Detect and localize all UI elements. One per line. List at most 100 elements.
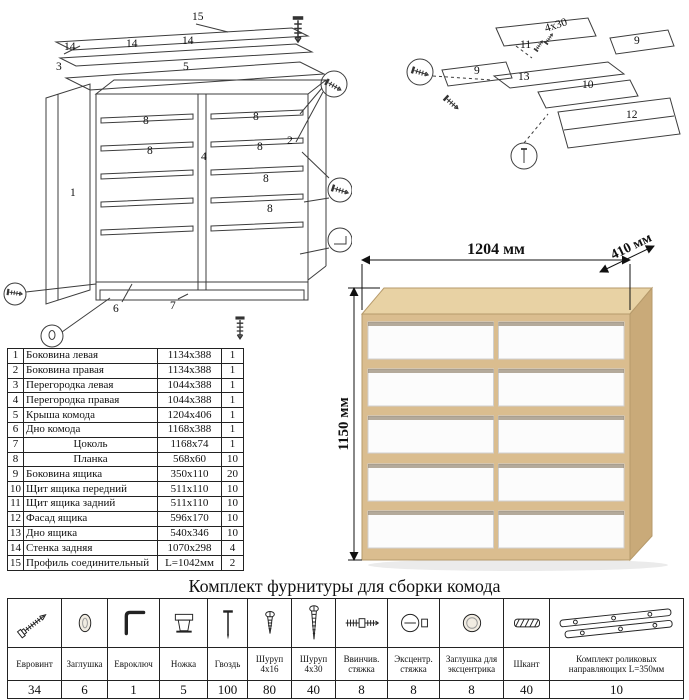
drawer-label: 9 (634, 35, 640, 47)
drawer-front (498, 321, 625, 360)
part-name: Фасад ящика (23, 510, 158, 527)
part-size: 596x170 (157, 510, 222, 527)
screw-4x30-icon (309, 605, 319, 640)
drawer-fronts (367, 321, 625, 549)
hexkey-icon (124, 610, 145, 636)
part-qty: 1 (221, 407, 244, 423)
hardware-icon-row (7, 598, 684, 648)
part-qty: 1 (221, 392, 244, 409)
drawer-label: 11 (520, 39, 531, 51)
hw-cell (439, 598, 504, 648)
part-size: 540x346 (157, 525, 222, 542)
part-size: 511x110 (157, 481, 222, 497)
dresser-top-face (360, 287, 654, 315)
hw-qty: 100 (207, 680, 248, 699)
part-num: 14 (7, 540, 24, 557)
part-name: Перегородка левая (23, 377, 158, 394)
part-num: 4 (7, 392, 24, 409)
hw-name: Шуруп 4x30 (291, 647, 336, 681)
dowel-icon (513, 618, 540, 628)
part-size: 1134x388 (157, 362, 222, 379)
frame-label: 8 (253, 111, 259, 123)
part-name: Профиль соединительный (23, 555, 158, 571)
part-num: 6 (7, 421, 24, 438)
hardware-kit-title: Комплект фурнитуры для сборки комода (188, 576, 501, 596)
hw-cell (207, 598, 248, 648)
hw-qty: 34 (7, 680, 62, 699)
drawer-front (498, 510, 625, 549)
part-name: Боковина левая (23, 348, 158, 364)
hw-qty: 8 (335, 680, 388, 699)
part-num: 10 (7, 481, 24, 497)
drawer-front (498, 463, 625, 502)
drawer-front (367, 510, 494, 549)
floor-shadow (368, 559, 668, 571)
part-name: Щит ящика задний (23, 495, 158, 512)
part-size: 1204x406 (157, 407, 222, 423)
part-name: Планка (23, 451, 158, 468)
hw-cell (335, 598, 388, 648)
frame-label: 14 (64, 41, 76, 53)
drawer-label: 13 (518, 71, 530, 83)
drawer-front (367, 463, 494, 502)
part-qty: 1 (221, 362, 244, 379)
hw-qty: 40 (291, 680, 336, 699)
hw-qty: 40 (503, 680, 550, 699)
dresser-side-face (629, 286, 653, 562)
part-size: L=1042мм (157, 555, 222, 571)
hw-name: Гвоздь (207, 647, 248, 681)
hw-name: Эксцентр. стяжка (387, 647, 440, 681)
part-name: Перегородка правая (23, 392, 158, 409)
part-size: 1070x298 (157, 540, 222, 557)
part-qty: 1 (221, 377, 244, 394)
part-size: 1168x388 (157, 421, 222, 438)
frame-label: 7 (170, 300, 176, 312)
part-size: 568x60 (157, 451, 222, 468)
hw-qty: 80 (247, 680, 292, 699)
carcass-linework (3, 23, 352, 348)
part-num: 9 (7, 466, 24, 483)
confirmat-screw-icon (233, 316, 247, 341)
part-num: 12 (7, 510, 24, 527)
part-qty: 10 (221, 510, 244, 527)
cap-icon (78, 613, 91, 633)
confirmat-screw-icon (290, 16, 306, 44)
part-num: 1 (7, 348, 24, 364)
hw-name: Шуруп 4x16 (247, 647, 292, 681)
eccentric-cam-icon (400, 613, 428, 633)
drawer-front (367, 368, 494, 407)
hw-qty: 10 (549, 680, 684, 699)
carcass-exploded-diagram: 15 14 14 14 5 3 8 8 8 8 8 8 2 4 1 6 7 (3, 11, 352, 348)
drawer-label: 12 (626, 109, 638, 121)
frame-label: 14 (126, 38, 138, 50)
hardware-qty-row: 34 6 1 5 100 80 40 8 8 8 40 10 (7, 680, 684, 699)
hw-cell (107, 598, 160, 648)
frame-label: 2 (287, 135, 293, 147)
drawer-label: 10 (582, 79, 594, 91)
part-qty: 1 (221, 436, 244, 453)
hw-qty: 1 (107, 680, 160, 699)
hw-name: Ввинчив. стяжка (335, 647, 388, 681)
width-dimension-label: 1204 мм (467, 241, 525, 258)
part-num: 15 (7, 555, 24, 571)
hw-name: Ножка (159, 647, 208, 681)
dresser-render: 1204 мм 410 мм 1150 мм (336, 230, 668, 571)
part-qty: 4 (221, 540, 244, 557)
frame-label: 5 (183, 61, 189, 73)
part-name: Дно комода (23, 421, 158, 438)
frame-label: 8 (147, 145, 153, 157)
part-name: Щит ящика передний (23, 481, 158, 497)
hw-cell (61, 598, 108, 648)
hw-name: Заглушка для эксцентрика (439, 647, 504, 681)
part-num: 8 (7, 451, 24, 468)
